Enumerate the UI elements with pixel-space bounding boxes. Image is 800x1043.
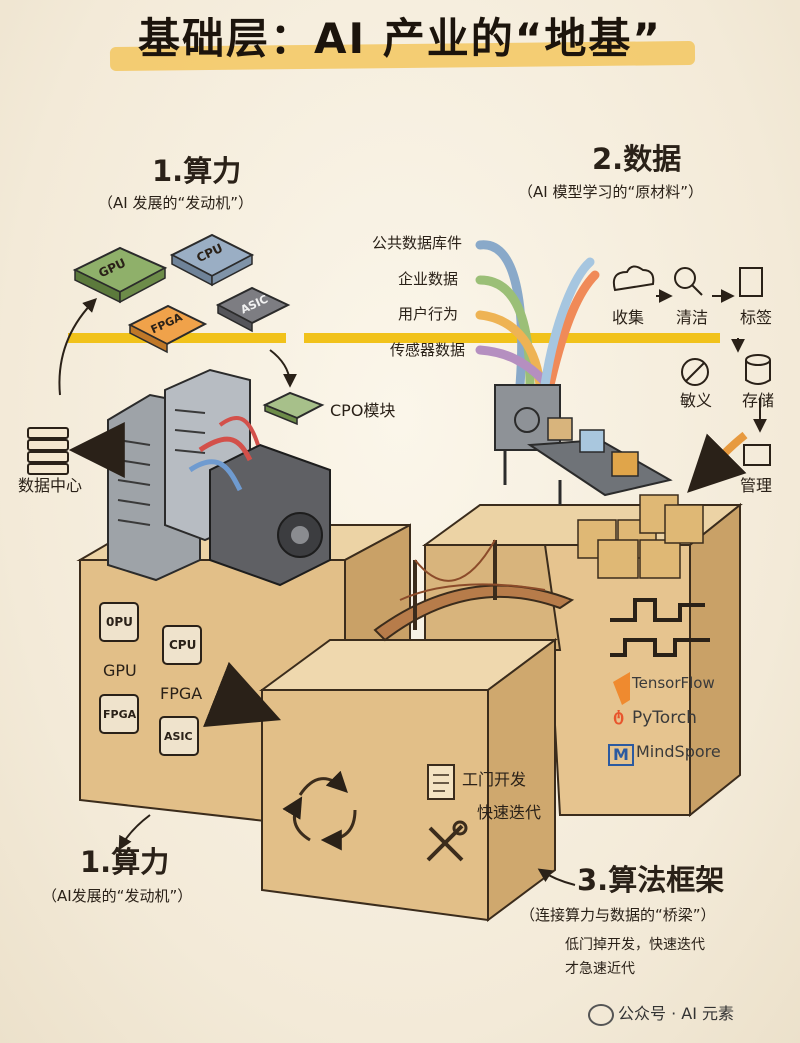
mindspore-logo-icon: M bbox=[608, 744, 634, 766]
framework-mindspore: MindSpore bbox=[636, 742, 721, 761]
arrow-algorithm bbox=[537, 868, 576, 886]
pipeline-clean-label: 清洁 bbox=[676, 308, 709, 327]
cpo-module-icon bbox=[262, 391, 325, 426]
watermark-text: 公众号 · AI 元素 bbox=[618, 1004, 735, 1023]
yellow-band-right bbox=[304, 333, 720, 343]
algorithm-note-2: 才急速近代 bbox=[565, 961, 635, 977]
label-edit-icon bbox=[739, 267, 763, 297]
conveyor-belt bbox=[527, 417, 673, 505]
pytorch-logo-icon: ტ bbox=[613, 706, 625, 725]
pipeline-store-label: 存储 bbox=[742, 391, 775, 410]
framework-pattern bbox=[610, 598, 710, 657]
algo-box-line1: 工门开发 bbox=[462, 770, 527, 789]
watermark: 公众号 · AI 元素 bbox=[588, 1000, 788, 1030]
data-cubes bbox=[577, 494, 704, 579]
data-heading: 2.数据 bbox=[592, 142, 682, 176]
data-source-item: 企业数据 bbox=[398, 270, 459, 288]
framework-pytorch: PyTorch bbox=[632, 708, 697, 728]
algorithm-note-1: 低门掉开发，快速迭代 bbox=[565, 937, 705, 953]
algorithm-heading: 3.算法框架 bbox=[577, 863, 725, 897]
pipeline-desensitize-label: 敏义 bbox=[680, 391, 713, 410]
arrow-loop bbox=[58, 298, 97, 396]
desensitize-icon bbox=[681, 358, 709, 386]
arrow-to-cpo bbox=[269, 349, 297, 388]
data-subtitle: （AI 模型学习的“原材料”） bbox=[518, 183, 703, 201]
box-chip-cpu: CPU bbox=[169, 638, 197, 652]
compute-heading: 1.算力 bbox=[152, 154, 242, 188]
cpo-label: CPO模块 bbox=[330, 401, 396, 420]
arrow-to-algorithm bbox=[203, 661, 282, 727]
chip-fpga-icon bbox=[127, 304, 208, 354]
tensorflow-logo-icon bbox=[613, 672, 630, 705]
pipeline-label-label: 标签 bbox=[740, 308, 773, 327]
compute-subtitle: （AI 发展的“发动机”） bbox=[98, 194, 253, 212]
wechat-icon bbox=[588, 1004, 614, 1026]
box-chip-icons bbox=[99, 602, 202, 756]
compute-bottom-subtitle: （AI发展的“发动机”） bbox=[42, 887, 193, 905]
arrow-compute-bottom bbox=[118, 814, 151, 851]
folder-manage-icon bbox=[743, 444, 771, 466]
chip-cpu-icon bbox=[169, 233, 255, 287]
algorithm-subtitle: （连接算力与数据的“桥梁”） bbox=[520, 906, 716, 924]
data-stream-ribbons bbox=[475, 240, 600, 390]
pipeline-collect-label: 收集 bbox=[612, 308, 645, 327]
data-source-item: 公共数据库件 bbox=[372, 234, 463, 252]
data-source-item: 用户行为 bbox=[398, 305, 459, 323]
data-source-item: 传感器数据 bbox=[390, 341, 466, 359]
chip-asic-icon bbox=[215, 286, 291, 333]
box-chip-gpu: 0PU bbox=[106, 615, 133, 629]
page-title: 基础层：AI 产业的“地基” bbox=[138, 14, 662, 63]
database-store-icon bbox=[745, 354, 771, 366]
datacenter-label: 数据中心 bbox=[18, 476, 83, 495]
datacenter-icon bbox=[27, 427, 69, 475]
box-fpga-label: FPGA bbox=[160, 684, 203, 703]
pipeline-manage-label: 管理 bbox=[740, 476, 773, 495]
bridge-illustration bbox=[373, 539, 575, 642]
framework-tensorflow: TensorFlow bbox=[632, 674, 715, 692]
box-gpu-label: GPU bbox=[103, 661, 137, 680]
algorithm-box bbox=[258, 638, 559, 922]
box-chip-fpga: FPGA bbox=[103, 708, 137, 721]
algo-box-line2: 快速迭代 bbox=[477, 803, 542, 822]
compute-bottom-heading: 1.算力 bbox=[80, 845, 170, 879]
chip-gpu-icon bbox=[72, 246, 168, 304]
engine-illustration bbox=[188, 415, 331, 587]
cloud-collect-icon bbox=[612, 265, 655, 292]
magnifier-clean-icon bbox=[674, 267, 696, 289]
pipeline-icons bbox=[612, 265, 771, 466]
arrow-to-cubes bbox=[687, 431, 748, 493]
box-chip-asic: ASIC bbox=[164, 730, 193, 743]
